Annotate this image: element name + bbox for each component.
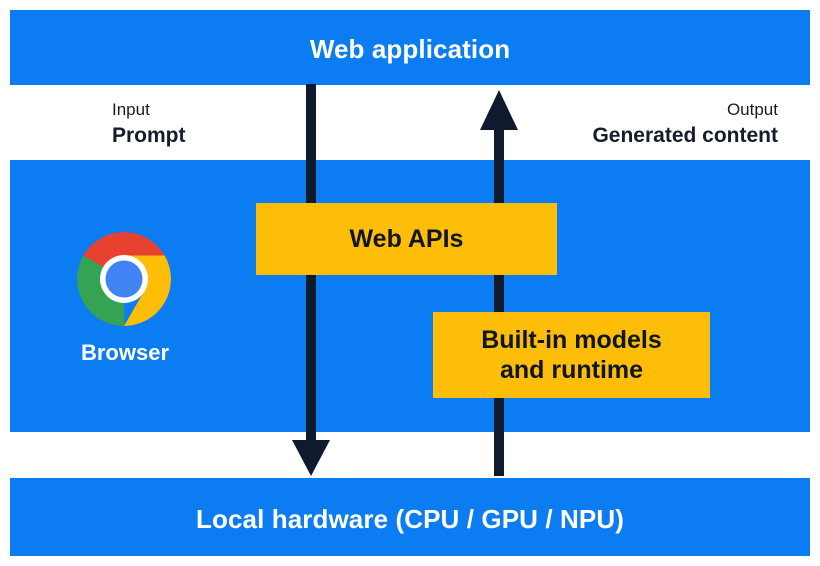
flow-input-kicker: Input xyxy=(112,100,150,119)
flow-input-caption: Input Prompt xyxy=(112,99,186,149)
box-builtin-models-label: Built-in models and runtime xyxy=(481,325,662,386)
chrome-blue-center xyxy=(105,260,143,298)
arrow-output-shaft xyxy=(494,102,504,476)
box-builtin-models-line2: and runtime xyxy=(499,356,644,384)
flow-output-value: Generated content xyxy=(592,123,778,147)
band-browser-label: Browser xyxy=(80,340,170,365)
chrome-green-wedge xyxy=(77,255,124,326)
flow-output-caption: Output Generated content xyxy=(592,99,778,149)
box-web-apis[interactable]: Web APIs xyxy=(256,203,557,275)
flow-input-value: Prompt xyxy=(112,123,186,147)
chrome-red-wedge xyxy=(83,232,165,268)
chrome-yellow-wedge xyxy=(124,255,171,326)
arrow-output-up xyxy=(480,90,518,476)
flow-output-kicker: Output xyxy=(726,100,778,119)
band-local-hardware: Local hardware (CPU / GPU / NPU) xyxy=(10,478,810,556)
chrome-logo xyxy=(77,232,171,326)
arrow-input-down xyxy=(292,84,330,476)
band-web-application: Web application xyxy=(10,10,810,85)
box-builtin-models-line1: Built-in models xyxy=(481,325,662,354)
box-builtin-models[interactable]: Built-in models and runtime xyxy=(433,312,710,398)
arrow-output-head xyxy=(480,90,518,130)
arrow-input-head xyxy=(292,440,330,476)
box-web-apis-label: Web APIs xyxy=(349,224,464,253)
band-local-hardware-label: Local hardware (CPU / GPU / NPU) xyxy=(196,504,624,534)
band-web-application-label: Web application xyxy=(309,34,511,64)
